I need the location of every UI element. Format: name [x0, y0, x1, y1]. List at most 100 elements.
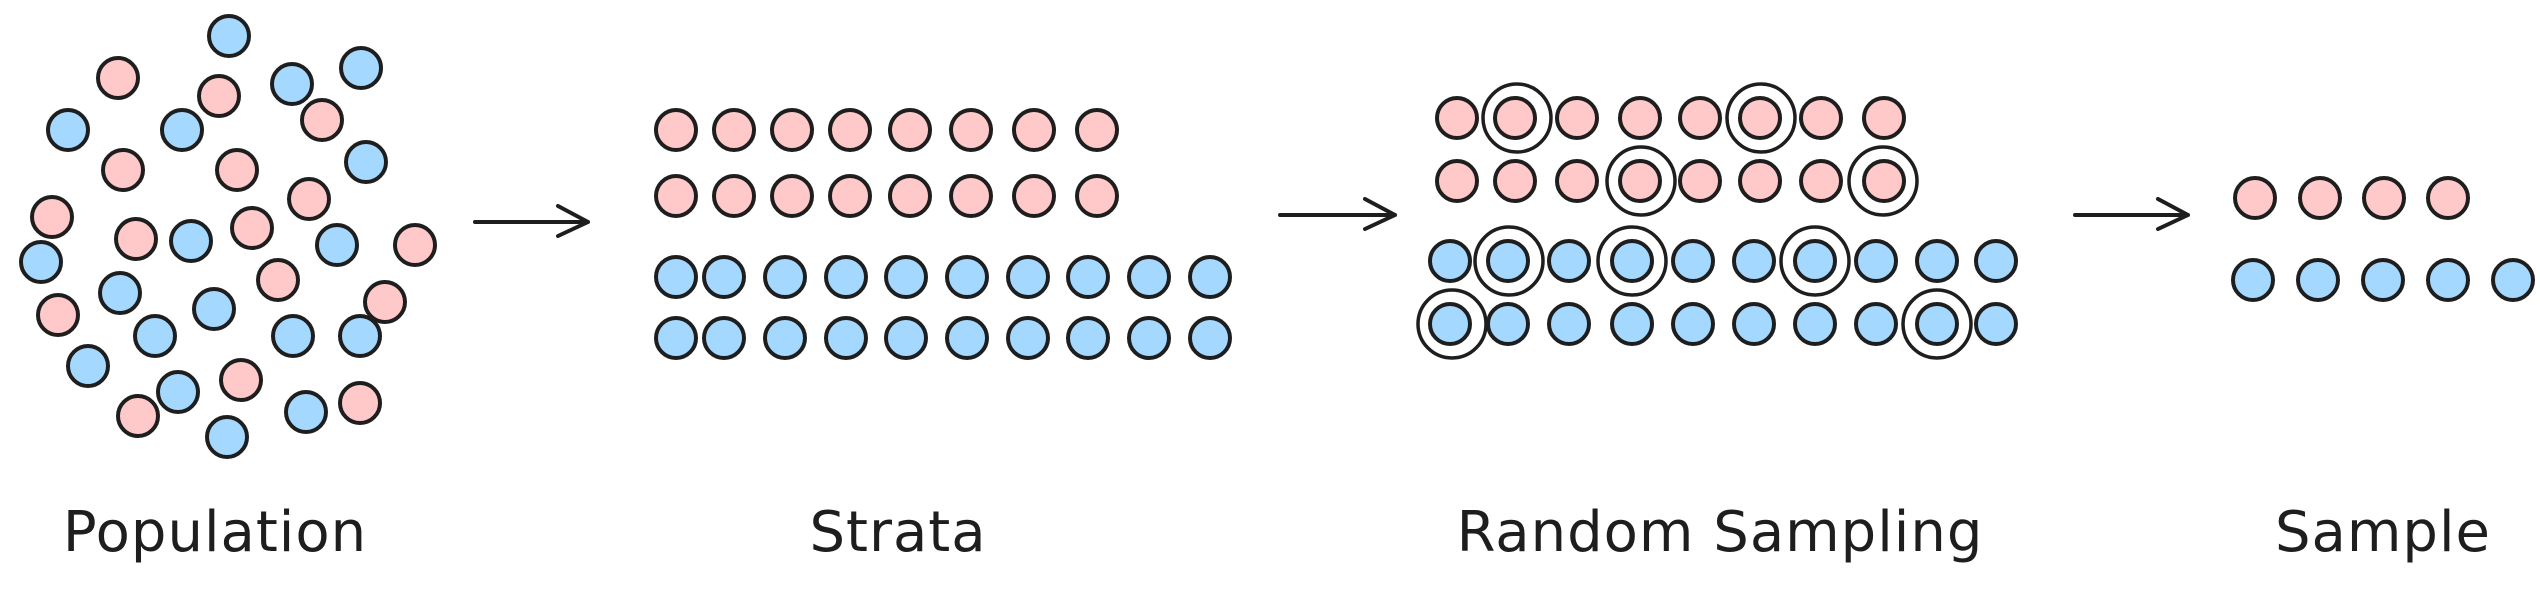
random-dot-blue [1486, 239, 1530, 283]
strata-dot-blue [702, 255, 746, 299]
strata-dot-pink [828, 108, 872, 152]
strata-dot-blue [884, 255, 928, 299]
random-dot-pink [1799, 96, 1843, 140]
strata-group [654, 108, 1232, 360]
strata-dot-pink [949, 174, 993, 218]
strata-dot-pink [1075, 108, 1119, 152]
random-sampling-group [1416, 82, 2018, 360]
population-dot-b [192, 287, 236, 331]
random-dot-blue [1732, 239, 1776, 283]
random-dot-blue [1793, 239, 1837, 283]
random-dot-pink [1862, 96, 1906, 140]
strata-dot-pink [770, 108, 814, 152]
random-dot-pink [1555, 96, 1599, 140]
strata-dot-blue [945, 255, 989, 299]
arrow [2073, 197, 2190, 231]
population-dot-b [271, 314, 315, 358]
random-sampling-label: Random Sampling [1456, 500, 1984, 565]
population-dot-b [339, 46, 383, 90]
random-dot-pink [1678, 159, 1722, 203]
population-dot-b [66, 344, 110, 388]
strata-dot-pink [1012, 108, 1056, 152]
strata-dot-blue [1188, 255, 1232, 299]
strata-dot-blue [763, 255, 807, 299]
population-dot-b [169, 219, 213, 263]
strata-dot-pink [828, 174, 872, 218]
random-dot-pink [1738, 159, 1782, 203]
sample-dot-blue [2426, 258, 2470, 302]
sample-dot-pink [2426, 176, 2470, 220]
random-dot-pink [1555, 159, 1599, 203]
strata-dot-blue [1066, 255, 1110, 299]
random-dot-pink [1618, 96, 1662, 140]
selection-circle [1416, 288, 1488, 360]
strata-dot-pink [1012, 174, 1056, 218]
strata-dot-pink [770, 174, 814, 218]
random-dot-blue [1915, 239, 1959, 283]
population-dot-p [256, 258, 300, 302]
selection-circle [1847, 145, 1919, 217]
strata-dot-pink [888, 174, 932, 218]
population-dot-p [300, 98, 344, 142]
random-dot-blue [1974, 302, 2018, 346]
strata-dot-blue [824, 255, 868, 299]
sample-dot-blue [2231, 258, 2275, 302]
random-dot-pink [1862, 159, 1906, 203]
random-dot-pink [1435, 159, 1479, 203]
random-dot-pink [1493, 96, 1537, 140]
strata-dot-blue [654, 255, 698, 299]
strata-dot-pink [654, 174, 698, 218]
random-dot-blue [1610, 302, 1654, 346]
selection-circle [1605, 145, 1677, 217]
random-dot-pink [1678, 96, 1722, 140]
population-dot-p [230, 206, 274, 250]
population-dot-p [114, 217, 158, 261]
random-dot-blue [1915, 302, 1959, 346]
strata-dot-blue [654, 316, 698, 360]
strata-dot-blue [1188, 316, 1232, 360]
sample-dot-blue [2361, 258, 2405, 302]
selection-circle [1481, 82, 1553, 154]
selection-circle [1473, 225, 1545, 297]
selection-circle [1901, 288, 1973, 360]
random-dot-blue [1671, 302, 1715, 346]
random-dot-blue [1854, 302, 1898, 346]
population-dot-p [101, 148, 145, 192]
random-dot-pink [1493, 159, 1537, 203]
population-dot-p [116, 394, 160, 438]
population-dot-b [133, 314, 177, 358]
population-dot-p [36, 293, 80, 337]
strata-dot-pink [949, 108, 993, 152]
selection-circle [1596, 225, 1668, 297]
random-dot-pink [1738, 96, 1782, 140]
random-dot-blue [1732, 302, 1776, 346]
strata-dot-pink [888, 108, 932, 152]
strata-dot-blue [1006, 316, 1050, 360]
strata-dot-blue [884, 316, 928, 360]
random-dot-blue [1547, 239, 1591, 283]
arrow [1278, 197, 1397, 231]
random-dot-blue [1547, 302, 1591, 346]
strata-dot-pink [712, 108, 756, 152]
sample-dot-blue [2491, 258, 2535, 302]
population-dot-b [270, 62, 314, 106]
arrows-group [473, 197, 2190, 238]
random-dot-blue [1610, 239, 1654, 283]
strata-dot-blue [702, 316, 746, 360]
sample-label: Sample [2275, 500, 2491, 565]
random-dot-blue [1428, 302, 1472, 346]
strata-dot-pink [712, 174, 756, 218]
arrow [473, 204, 590, 238]
population-dot-p [363, 280, 407, 324]
population-dot-b [315, 223, 359, 267]
population-dot-p [30, 195, 74, 239]
random-dot-pink [1618, 159, 1662, 203]
population-dot-p [197, 74, 241, 118]
strata-label: Strata [809, 500, 987, 565]
strata-dot-blue [824, 316, 868, 360]
population-dot-b [207, 14, 251, 58]
sample-dot-pink [2298, 176, 2342, 220]
population-group [19, 14, 437, 459]
selection-circle [1779, 225, 1851, 297]
